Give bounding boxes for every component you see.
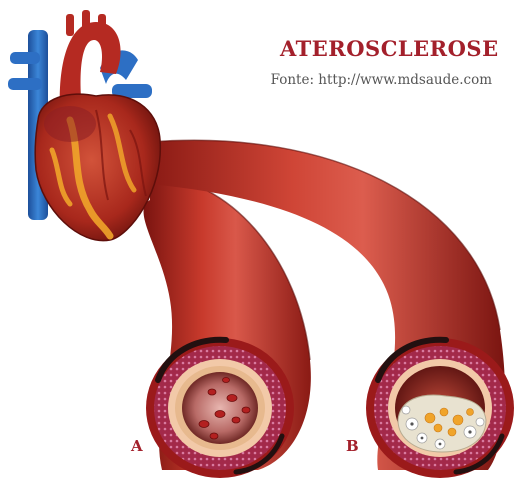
heart (8, 10, 160, 241)
label-b-blocked-artery: B (346, 437, 359, 455)
label-a-healthy-artery: A (131, 437, 143, 455)
source-caption: Fonte: http://www.mdsaude.com (230, 72, 492, 88)
diagram-title: ATEROSCLEROSE (280, 36, 492, 61)
cross-section-a (146, 338, 294, 478)
cross-section-b (366, 338, 514, 478)
